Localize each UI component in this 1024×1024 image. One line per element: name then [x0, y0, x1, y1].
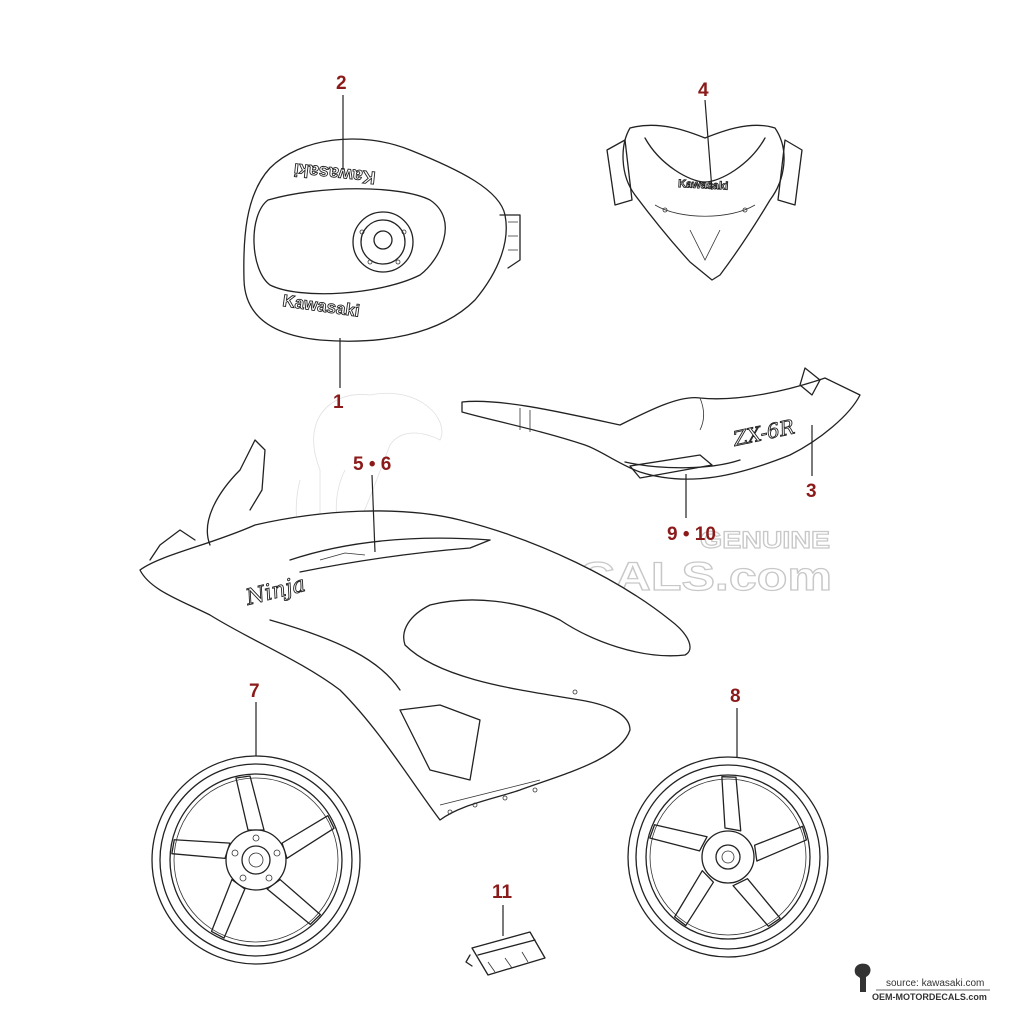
side-fairing: Ninja	[139, 439, 691, 821]
rear-wheel	[627, 756, 829, 958]
callout-1: 1	[333, 392, 344, 413]
callout-11: 11	[492, 882, 513, 903]
tank-decal-top: Kawasaki	[293, 159, 377, 187]
cowl-decal: Kawasaki	[678, 178, 729, 193]
credit-source: source: kawasaki.com	[886, 978, 984, 989]
upper-cowl: Kawasaki	[606, 124, 803, 281]
leader-lines	[255, 95, 813, 936]
callout-3: 3	[806, 481, 817, 502]
fuel-tank: Kawasaki Kawasaki	[243, 138, 521, 342]
callout-5-6: 5 • 6	[353, 454, 391, 475]
callouts: 2 1 4 3 5 • 6 9 • 10 7 8 11	[249, 73, 817, 903]
credit-site: OEM-MOTORDECALS.com	[872, 992, 987, 1002]
tail-cowl: ZX-6R	[461, 367, 861, 480]
source-credit: source: kawasaki.com OEM-MOTORDECALS.com	[854, 963, 990, 1002]
front-wheel	[151, 755, 361, 965]
brand-logo-icon	[854, 963, 871, 992]
callout-4: 4	[698, 80, 709, 101]
callout-8: 8	[730, 686, 741, 707]
callout-7: 7	[249, 681, 260, 702]
watermark-genuine: GENUINE	[700, 527, 830, 554]
callout-9-10: 9 • 10	[667, 524, 716, 545]
clip-part	[465, 931, 546, 976]
callout-2: 2	[336, 73, 347, 94]
